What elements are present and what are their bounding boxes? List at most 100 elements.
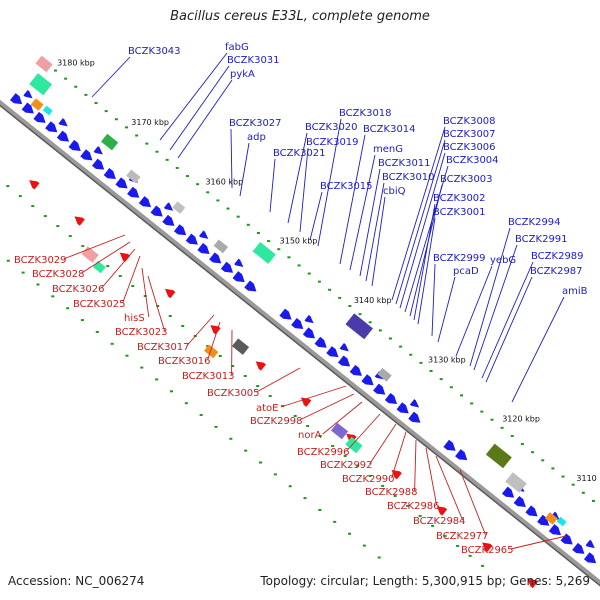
forward-gene-label: pcaD — [453, 266, 479, 277]
forward-leader-line — [239, 142, 250, 197]
forward-gene-arrow — [501, 486, 515, 498]
rna-feature-shape — [30, 98, 44, 111]
scale-tick-label: 3130 kbp — [428, 355, 466, 364]
reverse-gene-arrow — [29, 180, 40, 190]
gc-dot — [381, 484, 385, 487]
gc-dot — [256, 384, 260, 387]
rna-feature-shape — [126, 169, 141, 184]
gc-dot — [393, 494, 397, 497]
gc-dot — [378, 329, 382, 332]
rna-feature-shape — [35, 55, 53, 73]
forward-gene-arrow — [302, 327, 316, 339]
reverse-gene-label: BCZK3023 — [115, 327, 168, 338]
reverse-gene-label: atoE — [256, 403, 279, 414]
reverse-gene-label: BCZK3026 — [52, 284, 105, 295]
gc-dot — [145, 142, 149, 145]
reverse-gene-arrow — [74, 216, 85, 226]
forward-gene-arrow — [68, 139, 81, 151]
forward-gene-arrow — [80, 149, 93, 161]
gc-dot — [165, 158, 169, 161]
gc-dot — [156, 305, 160, 308]
gc-dot — [481, 564, 485, 567]
reverse-gene-arrow-shape — [119, 252, 131, 262]
gc-dot — [31, 205, 35, 208]
forward-gene-arrow — [163, 202, 174, 211]
forward-gene-arrow-shape — [234, 258, 244, 267]
forward-gene-label: cbiQ — [383, 186, 406, 197]
reverse-gene-label: BCZK2984 — [413, 516, 466, 527]
rna-feature — [92, 260, 106, 274]
forward-gene-arrow-shape — [455, 449, 468, 461]
reverse-gene-label: norA — [298, 430, 322, 441]
forward-gene-arrow-shape — [513, 496, 526, 508]
forward-leader-line — [317, 118, 342, 247]
forward-gene-arrow — [583, 552, 597, 564]
forward-leader-line — [169, 65, 230, 151]
gc-dot — [104, 110, 108, 113]
scale-tick-label: 3180 kbp — [57, 59, 95, 68]
reverse-gene-label: BCZK2986 — [387, 501, 440, 512]
forward-leader-line — [230, 128, 233, 189]
gc-dot — [318, 508, 322, 511]
rna-feature — [556, 516, 567, 527]
backbone-line — [0, 99, 600, 587]
forward-gene-arrow — [150, 205, 163, 217]
gc-dot — [470, 402, 474, 405]
forward-gene-arrow-shape — [291, 317, 304, 329]
forward-gene-arrow — [197, 243, 210, 255]
reverse-leader-line — [101, 248, 136, 289]
gc-dot — [94, 101, 98, 104]
reverse-gene-arrow-shape — [255, 361, 266, 371]
reverse-gene-label: BCZK3016 — [158, 356, 211, 367]
gc-dot — [368, 321, 372, 324]
forward-gene-label: BCZK3006 — [443, 142, 496, 153]
scale-tick-label: 3160 kbp — [205, 177, 243, 186]
reverse-gene-label: BCZK2988 — [365, 487, 418, 498]
rna-feature — [485, 443, 512, 469]
forward-gene-arrow — [138, 196, 152, 208]
forward-gene-arrow — [45, 121, 58, 133]
forward-gene-arrow-shape — [58, 118, 68, 127]
forward-gene-arrow-shape — [302, 327, 316, 339]
reverse-gene-label: BCZK2977 — [436, 531, 489, 542]
scale-tick-label: 3170 kbp — [131, 118, 169, 127]
gc-dot — [80, 319, 84, 322]
reverse-leader-line — [81, 241, 131, 274]
gc-dot — [520, 443, 524, 446]
forward-gene-arrow-shape — [337, 355, 351, 367]
forward-gene-arrow-shape — [349, 364, 362, 376]
forward-gene-arrow-shape — [68, 139, 81, 151]
gc-dot — [531, 451, 535, 454]
rna-feature-shape — [231, 338, 250, 355]
gc-dot — [581, 491, 585, 494]
gc-dot — [81, 245, 85, 248]
rna-feature — [35, 55, 53, 73]
forward-gene-arrow-shape — [185, 233, 198, 245]
rna-feature-shape — [377, 367, 392, 382]
forward-gene-arrow — [361, 374, 374, 386]
gc-dot — [236, 215, 240, 218]
reverse-gene-arrow-shape — [210, 325, 221, 335]
forward-gene-arrow — [91, 158, 105, 170]
gc-dot — [246, 223, 250, 226]
forward-gene-arrow — [314, 336, 327, 348]
rna-feature — [172, 201, 186, 214]
gc-dot — [64, 77, 68, 80]
reverse-leader-line — [435, 455, 464, 521]
forward-gene-arrow-shape — [525, 505, 538, 517]
forward-gene-arrow-shape — [209, 252, 222, 264]
forward-gene-label: BCZK3010 — [382, 172, 435, 183]
forward-gene-arrow — [525, 505, 538, 517]
forward-gene-arrow-shape — [373, 383, 386, 395]
rna-feature-shape — [556, 516, 567, 527]
forward-gene-arrow — [291, 317, 304, 329]
gc-dot — [541, 459, 545, 462]
gc-dot — [468, 554, 472, 557]
gc-dot — [218, 355, 222, 358]
gc-dot — [214, 425, 218, 428]
reverse-leader-line — [141, 267, 150, 318]
forward-gene-label: BCZK3004 — [446, 155, 499, 166]
gc-dot — [348, 305, 352, 308]
forward-gene-label: BCZK2989 — [531, 251, 584, 262]
rna-feature-shape — [505, 472, 527, 493]
